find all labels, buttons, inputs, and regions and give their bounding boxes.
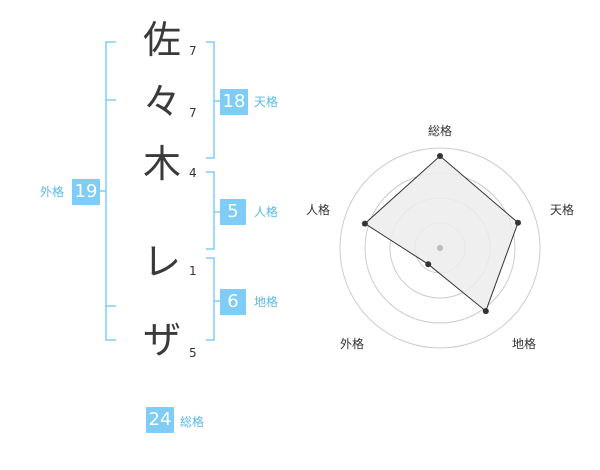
- stroke-count-1: 7: [189, 44, 197, 58]
- jinkaku-bracket: [206, 171, 215, 250]
- radar-axis-label-gaikaku: 外格: [339, 337, 364, 351]
- radar-axis-label-chikaku: 地格: [511, 337, 536, 351]
- radar-point-chikaku: [482, 308, 489, 315]
- name-char-5: ザ: [142, 318, 181, 362]
- chikaku-label: 地格: [254, 295, 279, 309]
- chikaku-value: 6: [220, 289, 246, 315]
- gaikaku-value: 19: [72, 179, 100, 205]
- radar-center-point: [437, 245, 443, 251]
- tenkaku-label: 天格: [254, 95, 279, 109]
- chikaku-bracket: [206, 257, 215, 341]
- radar-point-gaikaku: [425, 261, 432, 268]
- soukaku-value: 24: [146, 407, 174, 433]
- jinkaku-value: 5: [220, 199, 246, 225]
- gaikaku-label: 外格: [40, 185, 65, 199]
- radar-axis-label-soukaku: 総格: [427, 124, 452, 138]
- stroke-count-5: 5: [189, 346, 197, 360]
- stroke-count-4: 1: [189, 264, 197, 278]
- tenkaku-value: 18: [220, 89, 248, 115]
- radar-axis-label-jinkaku: 人格: [305, 203, 330, 217]
- tenkaku-bracket: [206, 41, 215, 159]
- name-char-3: 木: [142, 142, 181, 186]
- radar-ring-4: [339, 147, 541, 349]
- radar-point-jinkaku: [361, 220, 368, 227]
- radar-axis-label-tenkaku: 天格: [549, 203, 574, 217]
- radar-point-soukaku: [437, 153, 443, 159]
- jinkaku-label: 人格: [254, 205, 279, 219]
- name-char-1: 佐: [142, 18, 181, 62]
- name-char-2: 々: [142, 80, 181, 124]
- stroke-count-2: 7: [189, 106, 197, 120]
- name-char-4: レ: [142, 240, 181, 284]
- radar-series-polygon: [364, 155, 519, 312]
- radar-point-tenkaku: [515, 219, 521, 226]
- stroke-count-3: 4: [189, 166, 197, 180]
- soukaku-label: 総格: [180, 415, 205, 429]
